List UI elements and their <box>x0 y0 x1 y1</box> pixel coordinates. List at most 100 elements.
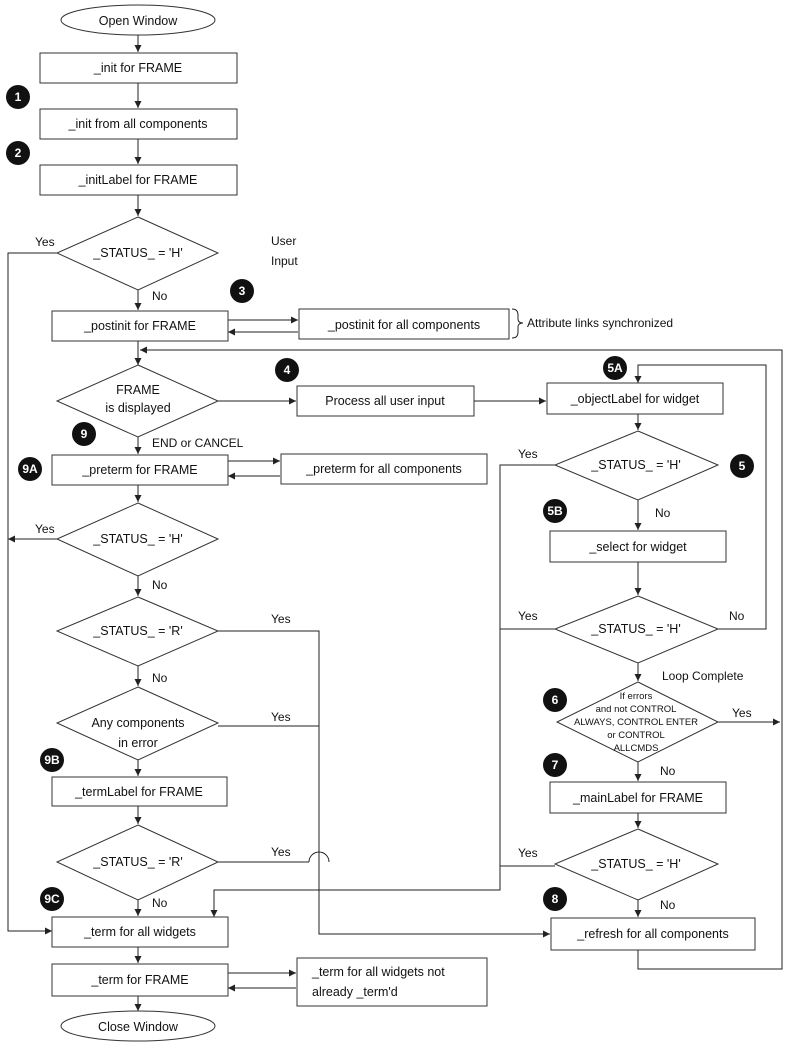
no-label: No <box>660 764 676 778</box>
box-term-widgets-not: _term for all widgets not already _term'… <box>296 957 488 1007</box>
svg-text:9C: 9C <box>44 892 60 906</box>
step-badge-7: 7 <box>543 753 567 777</box>
diamond-status-h-3-label: _STATUS_ = 'H' <box>590 458 680 472</box>
errors-line3: ALWAYS, CONTROL ENTER <box>574 717 698 728</box>
diamond-status-h-4-label: _STATUS_ = 'H' <box>590 622 680 636</box>
step-badge-3: 3 <box>230 279 254 303</box>
box-term-frame: _term for FRAME <box>51 963 229 997</box>
yes-label: Yes <box>271 710 291 724</box>
no-label: No <box>660 898 676 912</box>
term-widgets-not-line1: _term for all widgets not <box>311 965 445 979</box>
step-badge-8: 8 <box>543 887 567 911</box>
diamond-status-h-1: _STATUS_ = 'H' <box>55 216 220 291</box>
svg-text:9B: 9B <box>44 753 60 767</box>
end-or-cancel-label: END or CANCEL <box>152 436 244 450</box>
diamond-status-h-2: _STATUS_ = 'H' <box>55 502 220 577</box>
diamond-frame-displayed: FRAME is displayed <box>55 364 220 438</box>
yes-label: Yes <box>271 612 291 626</box>
user-input-line1: User <box>271 234 296 248</box>
diamond-status-h-2-label: _STATUS_ = 'H' <box>92 532 182 546</box>
any-error-line2: in error <box>118 736 158 750</box>
step-badge-9a: 9A <box>18 457 42 481</box>
errors-line5: ALLCMDS <box>614 743 659 754</box>
box-objectlabel-widget: _objectLabel for widget <box>546 382 724 415</box>
box-mainlabel-frame: _mainLabel for FRAME <box>549 781 727 814</box>
step-badge-9c: 9C <box>40 887 64 911</box>
diamond-status-h-1-label: _STATUS_ = 'H' <box>92 246 182 260</box>
term-widgets-not-line2: already _term'd <box>312 985 398 999</box>
frame-displayed-line2: is displayed <box>105 401 170 415</box>
errors-line2: and not CONTROL <box>596 704 677 715</box>
no-label: No <box>152 896 168 910</box>
init-components-label: _init from all components <box>68 117 208 131</box>
diamond-status-r-1-label: _STATUS_ = 'R' <box>92 624 182 638</box>
start-label: Open Window <box>99 14 178 28</box>
postinit-components-label: _postinit for all components <box>327 318 480 332</box>
diamond-status-h-4: _STATUS_ = 'H' <box>553 595 720 664</box>
step-badge-9b: 9B <box>40 748 64 772</box>
svg-text:6: 6 <box>552 693 559 707</box>
no-label: No <box>729 609 745 623</box>
diamond-status-h-3: _STATUS_ = 'H' <box>553 430 720 501</box>
no-label: No <box>152 578 168 592</box>
box-refresh-components: _refresh for all components <box>550 917 756 951</box>
any-error-line1: Any components <box>91 716 184 730</box>
diamond-status-h-5: _STATUS_ = 'H' <box>553 828 720 901</box>
select-widget-label: _select for widget <box>588 540 687 554</box>
yes-label: Yes <box>732 706 752 720</box>
attribute-links-label: Attribute links synchronized <box>527 316 673 330</box>
yes-label: Yes <box>518 846 538 860</box>
svg-text:4: 4 <box>284 363 291 377</box>
postinit-frame-label: _postinit for FRAME <box>83 319 196 333</box>
refresh-components-label: _refresh for all components <box>576 927 728 941</box>
step-badge-6: 6 <box>543 688 567 712</box>
start-terminal: Open Window <box>60 4 216 36</box>
init-frame-label: _init for FRAME <box>93 61 182 75</box>
step-badge-5b: 5B <box>543 499 567 523</box>
errors-line4: or CONTROL <box>607 730 665 741</box>
diamond-status-h-5-label: _STATUS_ = 'H' <box>590 857 680 871</box>
svg-text:8: 8 <box>552 892 559 906</box>
step-badge-2: 2 <box>6 141 30 165</box>
badges: 1 2 3 4 5A 5 5B 9 9A 6 7 9B 9C 8 <box>6 85 754 911</box>
yes-label: Yes <box>35 522 55 536</box>
box-postinit-frame: _postinit for FRAME <box>51 310 229 342</box>
box-process-input: Process all user input <box>296 385 475 417</box>
step-badge-9: 9 <box>72 422 96 446</box>
yes-label: Yes <box>35 235 55 249</box>
term-frame-label: _term for FRAME <box>90 973 188 987</box>
termlabel-frame-label: _termLabel for FRAME <box>74 785 203 799</box>
user-input-line2: Input <box>271 254 298 268</box>
box-term-widgets: _term for all widgets <box>51 916 229 948</box>
no-label: No <box>655 506 671 520</box>
initlabel-frame-label: _initLabel for FRAME <box>78 173 198 187</box>
connectors <box>7 35 783 1011</box>
box-termlabel-frame: _termLabel for FRAME <box>51 776 228 807</box>
yes-label: Yes <box>518 447 538 461</box>
step-badge-1: 1 <box>6 85 30 109</box>
yes-label: Yes <box>271 845 291 859</box>
box-init-frame: _init for FRAME <box>39 52 238 84</box>
loop-complete-label: Loop Complete <box>662 669 744 683</box>
edge-labels: Yes No User Input Attribute links synchr… <box>35 234 752 912</box>
step-badge-5a: 5A <box>603 356 627 380</box>
box-initlabel-frame: _initLabel for FRAME <box>39 164 238 196</box>
svg-text:5: 5 <box>739 459 746 473</box>
process-input-label: Process all user input <box>325 394 445 408</box>
box-init-components: _init from all components <box>39 108 238 140</box>
step-badge-5: 5 <box>730 454 754 478</box>
diamond-status-r-1: _STATUS_ = 'R' <box>55 596 220 667</box>
diamond-status-r-2: _STATUS_ = 'R' <box>55 824 220 901</box>
frame-displayed-line1: FRAME <box>116 383 160 397</box>
term-widgets-label: _term for all widgets <box>83 925 196 939</box>
step-badge-4: 4 <box>275 358 299 382</box>
preterm-frame-label: _preterm for FRAME <box>81 463 197 477</box>
errors-line1: If errors <box>620 691 653 702</box>
svg-text:9A: 9A <box>22 462 38 476</box>
svg-text:5A: 5A <box>607 361 623 375</box>
no-label: No <box>152 671 168 685</box>
yes-label: Yes <box>518 609 538 623</box>
box-preterm-frame: _preterm for FRAME <box>51 454 229 486</box>
svg-text:3: 3 <box>239 284 246 298</box>
